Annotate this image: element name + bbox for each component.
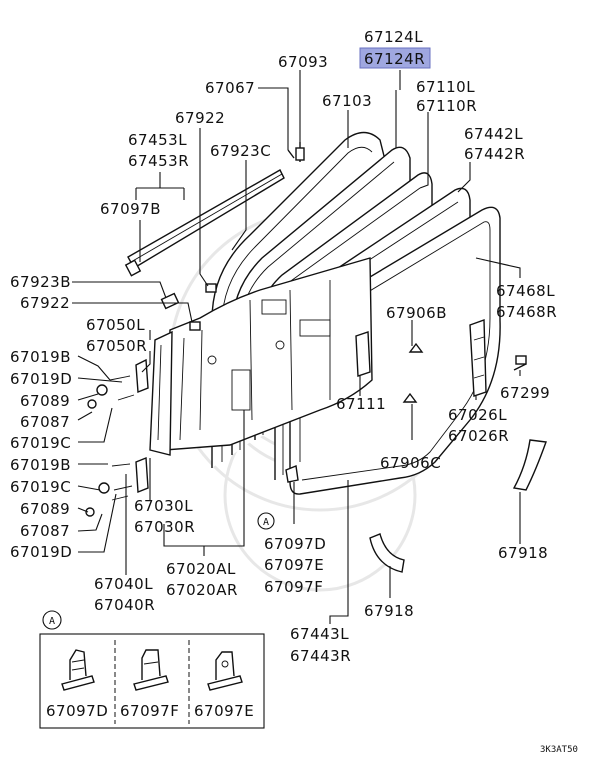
label-67087-lower[interactable]: 67087 — [20, 522, 70, 540]
label-67918-lower[interactable]: 67918 — [364, 602, 414, 620]
label-67443L[interactable]: 67443L — [290, 625, 349, 643]
label-67097E[interactable]: 67097E — [264, 556, 324, 574]
clip-67922-upper — [160, 292, 180, 310]
label-67097D[interactable]: 67097D — [264, 535, 326, 553]
trim-67918-right — [512, 439, 547, 491]
trim-67918-lower — [369, 533, 405, 573]
label-67019C-lower[interactable]: 67019C — [10, 478, 71, 496]
belt-moulding-67453 — [124, 169, 285, 277]
label-67918-right[interactable]: 67918 — [498, 544, 548, 562]
label-67111[interactable]: 67111 — [336, 395, 386, 413]
label-67097F[interactable]: 67097F — [264, 578, 323, 596]
label-67124L[interactable]: 67124L — [364, 28, 423, 46]
screw-67093 — [287, 142, 305, 162]
label-67110R[interactable]: 67110R — [416, 97, 477, 115]
door-panel-67020A — [164, 257, 373, 451]
label-67103[interactable]: 67103 — [322, 92, 372, 110]
clip-67923B — [205, 283, 217, 293]
label-67019D-lower[interactable]: 67019D — [10, 543, 72, 561]
grommet-67906C — [402, 392, 418, 403]
label-67040R[interactable]: 67040R — [94, 596, 155, 614]
label-67923C[interactable]: 67923C — [210, 142, 271, 160]
label-67087-upper[interactable]: 67087 — [20, 413, 70, 431]
label-67030L[interactable]: 67030L — [134, 497, 193, 515]
detail-box-marker: A — [49, 616, 55, 627]
label-67097B[interactable]: 67097B — [100, 200, 161, 218]
label-67299[interactable]: 67299 — [500, 384, 550, 402]
clip-67922-lower — [189, 321, 201, 331]
label-67442L[interactable]: 67442L — [464, 125, 523, 143]
hinge-plate — [149, 330, 173, 456]
label-67442R[interactable]: 67442R — [464, 145, 525, 163]
highlight-67124R — [359, 47, 431, 69]
label-67019D-upper[interactable]: 67019D — [10, 370, 72, 388]
detail-label-67097E[interactable]: 67097E — [194, 702, 254, 720]
svg-text:A: A — [263, 517, 269, 528]
clip-67097F-detail — [133, 649, 169, 691]
label-67040L[interactable]: 67040L — [94, 575, 153, 593]
label-67124R[interactable]: 67124R — [364, 50, 425, 68]
label-67443R[interactable]: 67443R — [290, 647, 351, 665]
label-67019C-upper[interactable]: 67019C — [10, 434, 71, 452]
detail-label-67097F[interactable]: 67097F — [120, 702, 179, 720]
diagram-code: 3K3AT50 — [540, 745, 578, 755]
part-labels: 67124L 67124R 67093 67110L 67110R 67067 … — [10, 28, 557, 665]
label-67922-top[interactable]: 67922 — [175, 109, 225, 127]
door-check-67026 — [469, 319, 487, 397]
clip-67097D — [285, 465, 299, 483]
clip-67097E-detail — [207, 651, 243, 691]
label-67067[interactable]: 67067 — [205, 79, 255, 97]
label-67020AR[interactable]: 67020AR — [166, 581, 238, 599]
label-67019B-upper[interactable]: 67019B — [10, 348, 71, 366]
label-67026R[interactable]: 67026R — [448, 427, 509, 445]
detail-box-a: A 67097D 67097F 67097E — [39, 610, 265, 729]
channel-67111 — [355, 331, 371, 377]
label-67906C[interactable]: 67906C — [380, 454, 441, 472]
detail-label-67097D[interactable]: 67097D — [46, 702, 108, 720]
label-67468R[interactable]: 67468R — [496, 303, 557, 321]
label-67453R[interactable]: 67453R — [128, 152, 189, 170]
detail-marker-a: A — [257, 512, 275, 530]
label-67093[interactable]: 67093 — [278, 53, 328, 71]
label-67019B-lower[interactable]: 67019B — [10, 456, 71, 474]
label-67050L[interactable]: 67050L — [86, 316, 145, 334]
label-67089-lower[interactable]: 67089 — [20, 500, 70, 518]
leader-lines — [72, 70, 521, 624]
label-67050R[interactable]: 67050R — [86, 337, 147, 355]
label-67030R[interactable]: 67030R — [134, 518, 195, 536]
label-67922-mid[interactable]: 67922 — [20, 294, 70, 312]
clip-67097D-detail — [61, 649, 95, 691]
label-67026L[interactable]: 67026L — [448, 406, 507, 424]
label-67089-upper[interactable]: 67089 — [20, 392, 70, 410]
bolt-67299 — [513, 355, 527, 371]
label-67110L[interactable]: 67110L — [416, 78, 475, 96]
upper-hinge-hardware — [87, 358, 149, 409]
grommet-67906B — [408, 342, 424, 353]
label-67468L[interactable]: 67468L — [496, 282, 555, 300]
label-67453L[interactable]: 67453L — [128, 131, 187, 149]
label-67906B[interactable]: 67906B — [386, 304, 447, 322]
label-67923B[interactable]: 67923B — [10, 273, 71, 291]
label-67020AL[interactable]: 67020AL — [166, 560, 236, 578]
lower-hinge-hardware — [85, 456, 149, 517]
